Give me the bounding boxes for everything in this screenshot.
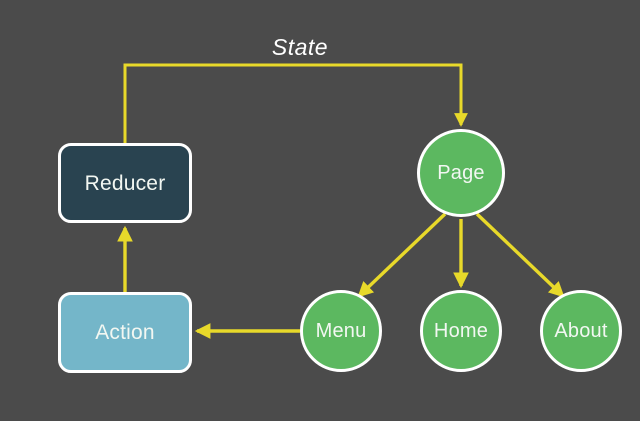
node-page[interactable]: Page	[417, 129, 505, 217]
node-action-label: Action	[95, 321, 155, 344]
node-menu-label: Menu	[315, 320, 367, 342]
edge-page-to-menu	[357, 212, 447, 298]
node-home-label: Home	[433, 320, 489, 342]
node-page-label: Page	[437, 162, 485, 184]
edge-label-state: State	[271, 34, 329, 60]
node-about[interactable]: About	[540, 290, 622, 372]
node-about-label: About	[554, 320, 608, 342]
node-reducer-label: Reducer	[84, 171, 166, 195]
edge-page-to-about	[475, 212, 565, 298]
edge-state-reducer-to-page	[123, 63, 468, 143]
node-menu[interactable]: Menu	[300, 290, 382, 372]
node-reducer[interactable]: Reducer	[58, 143, 192, 223]
node-action[interactable]: Action	[58, 292, 192, 373]
node-home[interactable]: Home	[420, 290, 502, 372]
